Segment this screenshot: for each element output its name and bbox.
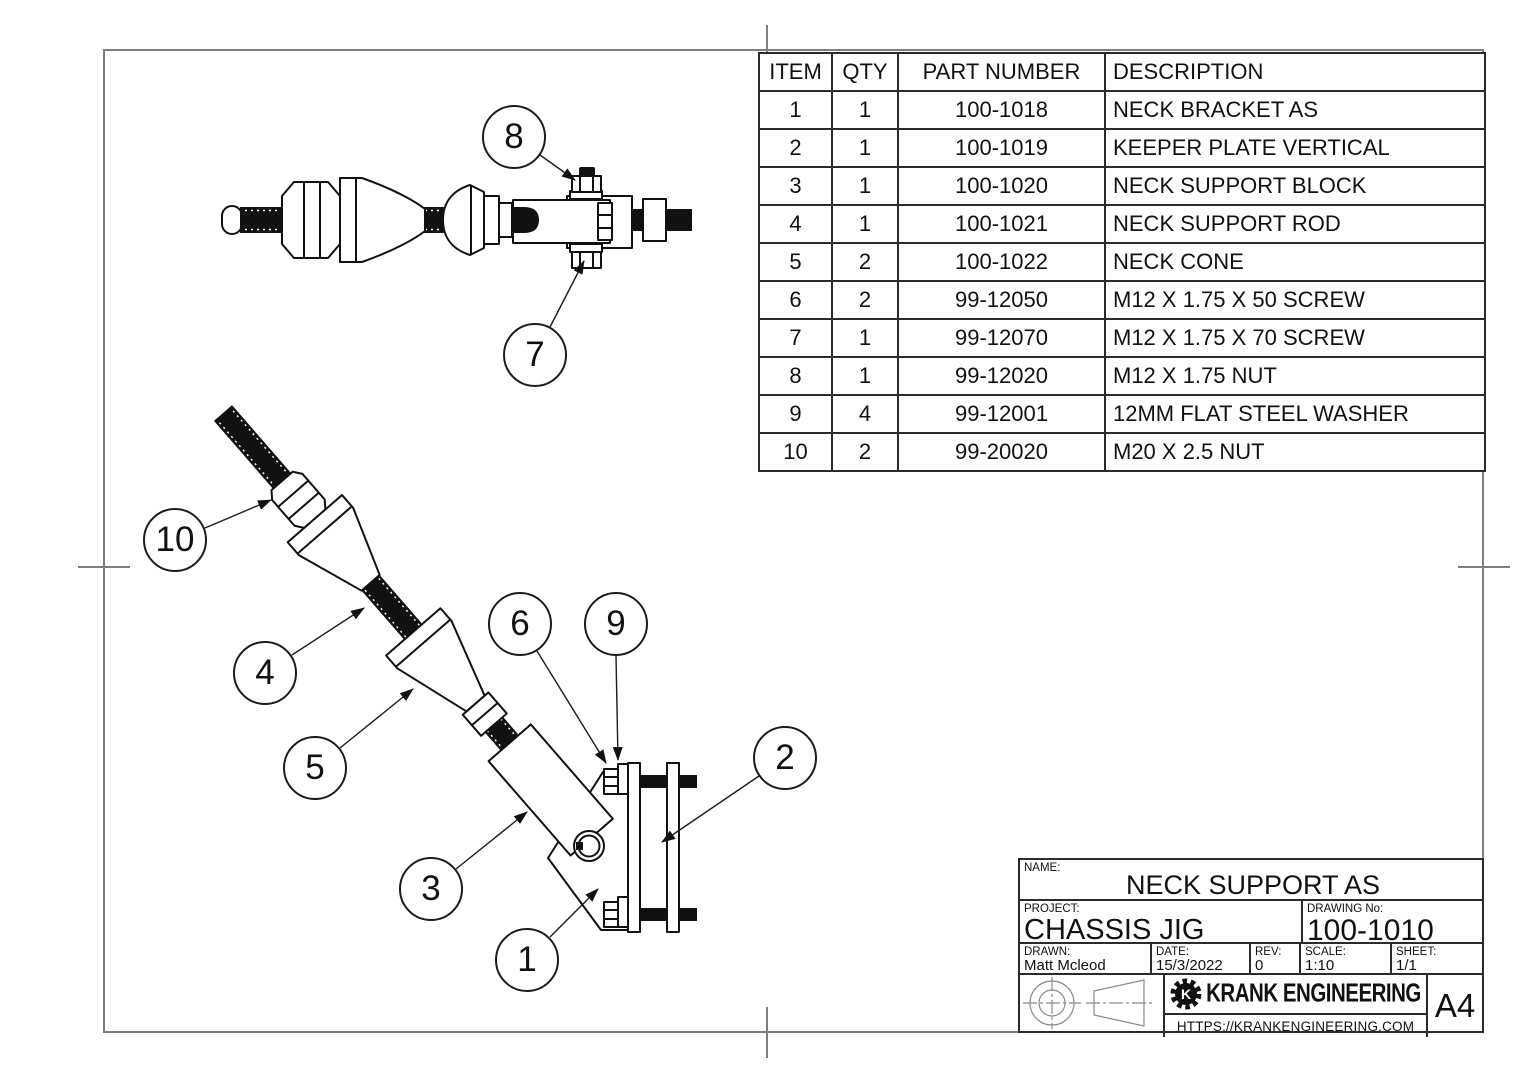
flat-washer	[642, 198, 667, 242]
side-view-drawing	[221, 167, 692, 269]
flat-washer	[569, 243, 603, 253]
company-name: KRANK ENGINEERING	[1206, 979, 1421, 1008]
scale-label: SCALE:	[1305, 946, 1346, 958]
leader-lines	[204, 154, 760, 938]
leader-line-7	[549, 260, 585, 328]
paper-size-badge: A4	[1426, 975, 1482, 1037]
drawing-no-label: DRAWING No:	[1307, 903, 1384, 915]
project-cell: PROJECT: CHASSIS JIG	[1020, 901, 1301, 942]
balloon-7: 7	[503, 323, 567, 387]
leader-line-2	[661, 775, 760, 843]
date-cell: DATE: 15/3/2022	[1150, 944, 1249, 973]
drawn-cell: DRAWN: Matt Mcleod	[1020, 944, 1150, 973]
keeper-plate	[666, 762, 680, 933]
flat-washer	[617, 763, 629, 795]
balloon-9: 9	[584, 592, 648, 656]
flat-washer	[617, 896, 629, 928]
neck-cone	[442, 184, 485, 256]
leader-line-9	[612, 655, 623, 761]
leader-line-3	[455, 811, 528, 870]
date-label: DATE:	[1156, 946, 1190, 958]
rod-end-tip	[221, 205, 243, 235]
projection-symbol-icon	[1023, 977, 1154, 1029]
iso-view-drawing	[213, 405, 697, 933]
m20-nut	[281, 181, 341, 259]
scale-value: 1:10	[1305, 957, 1335, 974]
drawing-no-cell: DRAWING No: 100-1010	[1301, 901, 1482, 942]
balloon-4: 4	[233, 641, 297, 705]
m12-screw-head	[571, 251, 602, 269]
scale-cell: SCALE: 1:10	[1299, 944, 1390, 973]
rev-value: 0	[1255, 957, 1264, 974]
projection-symbol-cell	[1020, 975, 1163, 1037]
balloon-3: 3	[399, 857, 463, 921]
leader-line-5	[339, 688, 414, 749]
neck-cone	[339, 177, 426, 263]
neck-cone	[286, 494, 381, 592]
company-website: HTTPS://KRANKENGINEERING.COM	[1165, 1013, 1426, 1037]
keeper-plate	[627, 762, 641, 933]
m12-nut	[571, 175, 602, 193]
screw-tip	[579, 167, 595, 177]
screw-shaft	[679, 775, 697, 788]
name-label: NAME:	[1024, 862, 1061, 874]
balloon-1: 1	[495, 928, 559, 992]
leader-line-6	[536, 650, 607, 764]
screw-shaft	[640, 908, 667, 921]
company-logo-cell: K KRANK ENGINEERING HTTPS://KRANKENGINEE…	[1163, 975, 1426, 1037]
m20-nut	[483, 195, 500, 245]
screw-shaft	[640, 775, 667, 788]
gear-icon: K	[1170, 978, 1202, 1010]
balloon-6: 6	[488, 592, 552, 656]
sheet-label: SHEET:	[1396, 946, 1437, 958]
date-value: 15/3/2022	[1156, 957, 1223, 974]
bom-header-item: ITEM	[758, 52, 833, 92]
rev-label: REV:	[1255, 946, 1282, 958]
bom-header-qty: QTY	[831, 52, 899, 92]
sheet-cell: SHEET: 1/1	[1390, 944, 1482, 973]
screw-hex-head	[603, 768, 619, 795]
project-name: CHASSIS JIG	[1024, 914, 1205, 943]
bom-header-description: DESCRIPTION	[1104, 52, 1486, 92]
screw-shaft	[679, 908, 697, 921]
drawing-no: 100-1010	[1307, 914, 1434, 943]
balloon-10: 10	[143, 508, 207, 572]
title-block: NAME: NECK SUPPORT AS PROJECT: CHASSIS J…	[1018, 858, 1484, 1037]
leader-line-8	[539, 154, 576, 181]
leader-line-1	[549, 888, 599, 938]
screw-hex-head	[603, 901, 619, 928]
sheet-value: 1/1	[1396, 957, 1417, 974]
leader-line-4	[291, 607, 365, 656]
drawn-label: DRAWN:	[1024, 946, 1071, 958]
project-label: PROJECT:	[1024, 903, 1080, 915]
svg-text:K: K	[1181, 986, 1191, 1002]
drawing-name: NECK SUPPORT AS	[1125, 870, 1381, 899]
bom-header-row: ITEM QTY PART NUMBER DESCRIPTION	[758, 52, 1486, 92]
drawn-by: Matt Mcleod	[1024, 957, 1106, 974]
bom-header-part-number: PART NUMBER	[897, 52, 1106, 92]
rev-cell: REV: 0	[1249, 944, 1299, 973]
balloon-2: 2	[753, 726, 817, 790]
balloon-5: 5	[283, 736, 347, 800]
title-block-name-cell: NAME: NECK SUPPORT AS	[1020, 860, 1482, 899]
leader-line-10	[204, 499, 272, 529]
balloon-8: 8	[482, 105, 546, 169]
